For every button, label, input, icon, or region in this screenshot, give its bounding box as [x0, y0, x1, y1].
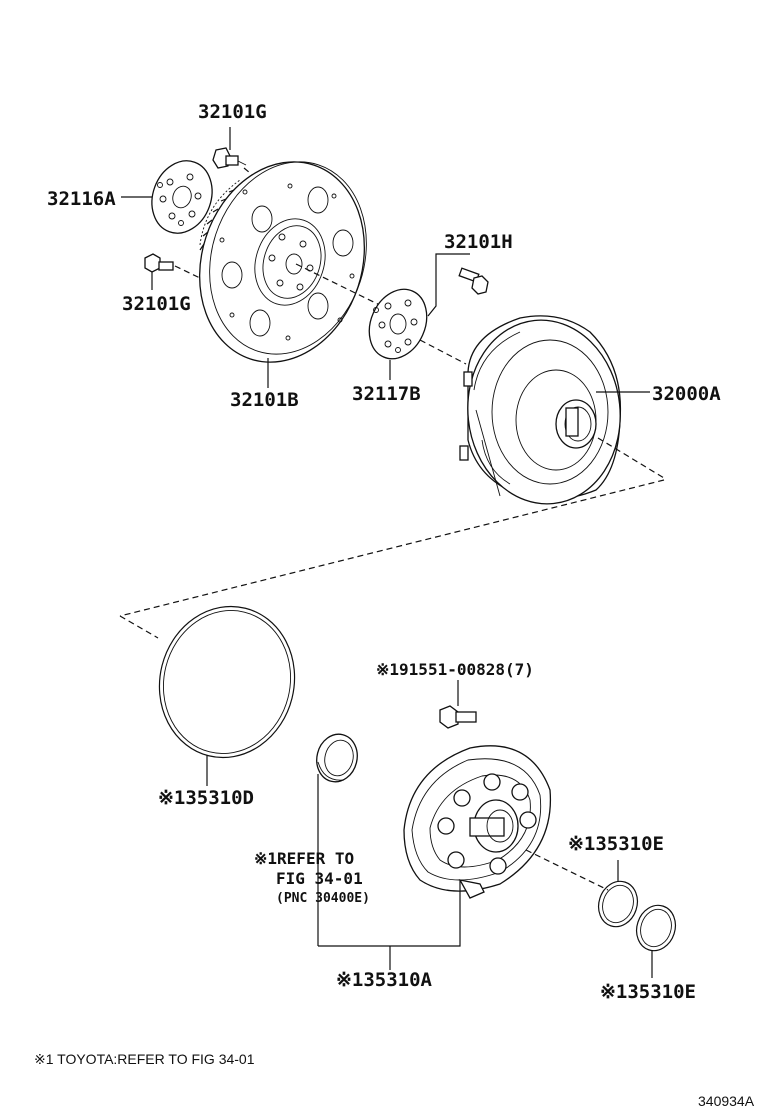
label-flywheel: 32101B	[230, 389, 299, 411]
label-refer-line2: FIG 34-01	[276, 869, 363, 888]
bolt-left-drawing	[144, 253, 201, 290]
label-drive-plate-rear: 32117B	[352, 383, 421, 405]
pump-assembly-drawing	[318, 745, 609, 970]
torque-converter-drawing	[459, 315, 665, 505]
guide-dashes	[119, 479, 665, 639]
drive-plate-front-drawing	[121, 160, 213, 234]
label-ring-e-lower: ※135310E	[600, 981, 696, 1003]
label-bolt-top: 32101G	[198, 101, 267, 123]
o-ring-large-drawing	[158, 605, 296, 786]
label-pump-bolt: ※191551-00828(7)	[376, 660, 534, 679]
flywheel-drawing	[198, 161, 391, 388]
label-torque-converter: 32000A	[652, 383, 721, 405]
label-o-ring-large: ※135310D	[158, 787, 254, 809]
bolt-top-drawing	[212, 127, 257, 179]
oil-seal-drawing	[316, 733, 358, 946]
label-pump-assembly: ※135310A	[336, 969, 433, 991]
figure-id: 340934A	[698, 1093, 755, 1109]
ring-e-drawing	[597, 860, 677, 978]
label-refer-line1: ※1REFER TO	[254, 849, 354, 868]
drive-plate-rear-drawing	[368, 288, 467, 380]
footnote: ※1 TOYOTA:REFER TO FIG 34-01	[34, 1051, 255, 1067]
pump-bolt-drawing	[439, 680, 477, 729]
label-refer-line3: (PNC 30400E)	[276, 891, 370, 906]
label-ring-e-upper: ※135310E	[568, 833, 664, 855]
label-bolt-left: 32101G	[122, 293, 191, 315]
label-bolt-right: 32101H	[444, 231, 513, 253]
label-drive-plate-front: 32116A	[47, 188, 116, 210]
bolt-right-drawing	[427, 253, 489, 317]
